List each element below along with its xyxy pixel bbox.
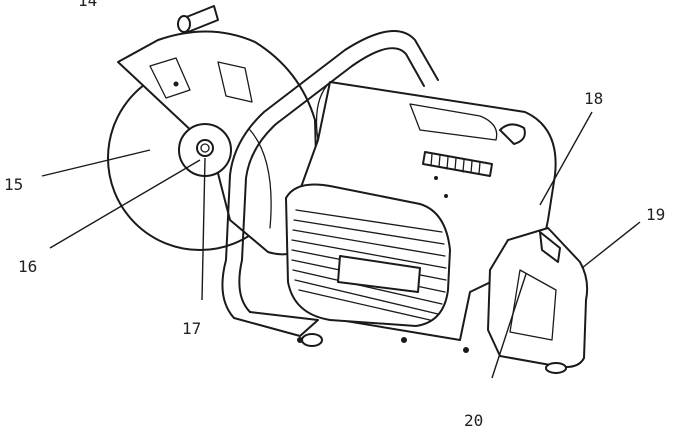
leader-15: [41, 149, 151, 177]
leader-18: [539, 111, 593, 206]
rear-handle: [487, 227, 589, 374]
callout-labels: 14 15 16 17 18 19 20: [4, 0, 665, 430]
leader-19: [581, 221, 641, 269]
leader-17: [201, 157, 206, 301]
leader-lines: [41, 111, 641, 379]
callout-16: 16: [18, 257, 37, 276]
callout-20: 20: [464, 411, 483, 430]
callout-15: 15: [4, 175, 23, 194]
front-handle: [221, 30, 439, 337]
guard-adjust-handle: [177, 5, 219, 33]
leader-20: [491, 273, 527, 379]
base-feet: [297, 333, 469, 353]
air-filter-cover: [285, 183, 451, 327]
callout-17: 17: [182, 319, 201, 338]
leader-16: [49, 159, 201, 249]
callout-14: 14: [78, 0, 97, 10]
callout-18: 18: [584, 89, 603, 108]
callout-19: 19: [646, 205, 665, 224]
